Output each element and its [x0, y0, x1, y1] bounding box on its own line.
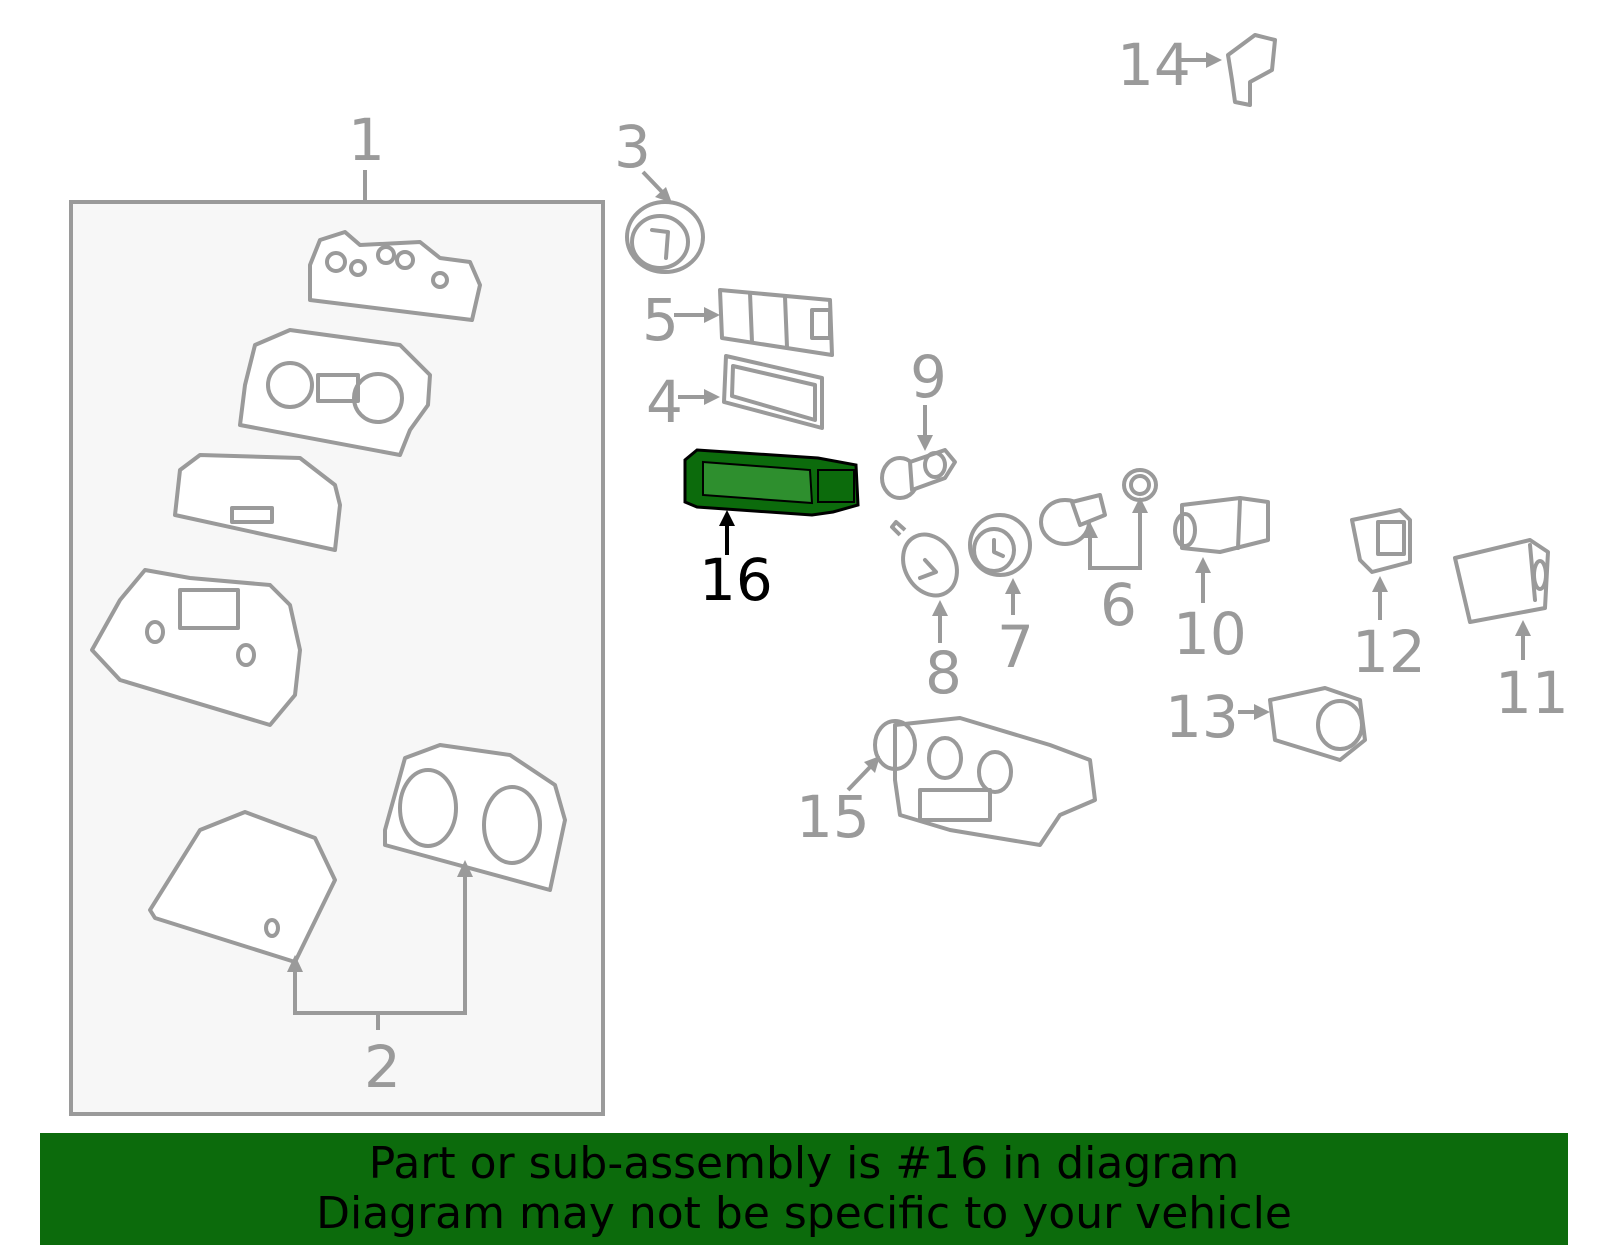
button-set-part-6[interactable]	[1039, 468, 1158, 546]
switch-part-14[interactable]	[1226, 33, 1277, 107]
callout-14[interactable]: 14	[1117, 31, 1191, 99]
callout-15[interactable]: 15	[796, 783, 870, 851]
switch-part-12[interactable]	[1350, 508, 1412, 574]
callout-16[interactable]: 16	[699, 546, 773, 614]
display-lens-part-4[interactable]	[722, 354, 824, 430]
callout-2[interactable]: 2	[364, 1033, 401, 1101]
callout-8[interactable]: 8	[925, 639, 962, 707]
cluster-housing-part-c[interactable]	[90, 568, 302, 727]
callout-1[interactable]: 1	[348, 106, 385, 174]
callout-9[interactable]: 9	[910, 343, 947, 411]
callout-13[interactable]: 13	[1165, 683, 1239, 751]
headlamp-switch-part-3[interactable]	[625, 200, 705, 274]
callout-11[interactable]: 11	[1495, 659, 1569, 727]
instrument-cluster-part-2b[interactable]	[383, 743, 567, 892]
cluster-housing-part-b[interactable]	[173, 453, 342, 552]
switch-bezel-part-5[interactable]	[718, 288, 834, 357]
switch-part-10[interactable]	[1173, 496, 1270, 554]
climate-control-part-15[interactable]	[873, 716, 1097, 847]
display-module-part-16[interactable]	[683, 448, 860, 517]
callout-3[interactable]: 3	[614, 113, 651, 181]
cluster-housing-part-a[interactable]	[238, 328, 432, 457]
instrument-cluster-part-2a[interactable]	[148, 810, 337, 964]
switch-part-13[interactable]	[1268, 686, 1367, 762]
clock-knob-part-7[interactable]	[968, 513, 1032, 577]
cluster-lens-part[interactable]	[308, 230, 482, 322]
callout-5[interactable]: 5	[642, 286, 679, 354]
callout-10[interactable]: 10	[1173, 600, 1247, 668]
callout-7[interactable]: 7	[997, 613, 1034, 681]
info-banner: Part or sub-assembly is #16 in diagram D…	[40, 1133, 1568, 1245]
banner-line-2: Diagram may not be specific to your vehi…	[316, 1188, 1292, 1239]
switch-part-11[interactable]	[1453, 538, 1550, 624]
callout-12[interactable]: 12	[1352, 618, 1426, 686]
knob-part-9[interactable]	[880, 448, 957, 500]
callout-6[interactable]: 6	[1100, 571, 1137, 639]
knob-cap-part-8[interactable]	[890, 520, 968, 605]
banner-line-1: Part or sub-assembly is #16 in diagram	[368, 1138, 1240, 1189]
callout-4[interactable]: 4	[646, 368, 683, 436]
